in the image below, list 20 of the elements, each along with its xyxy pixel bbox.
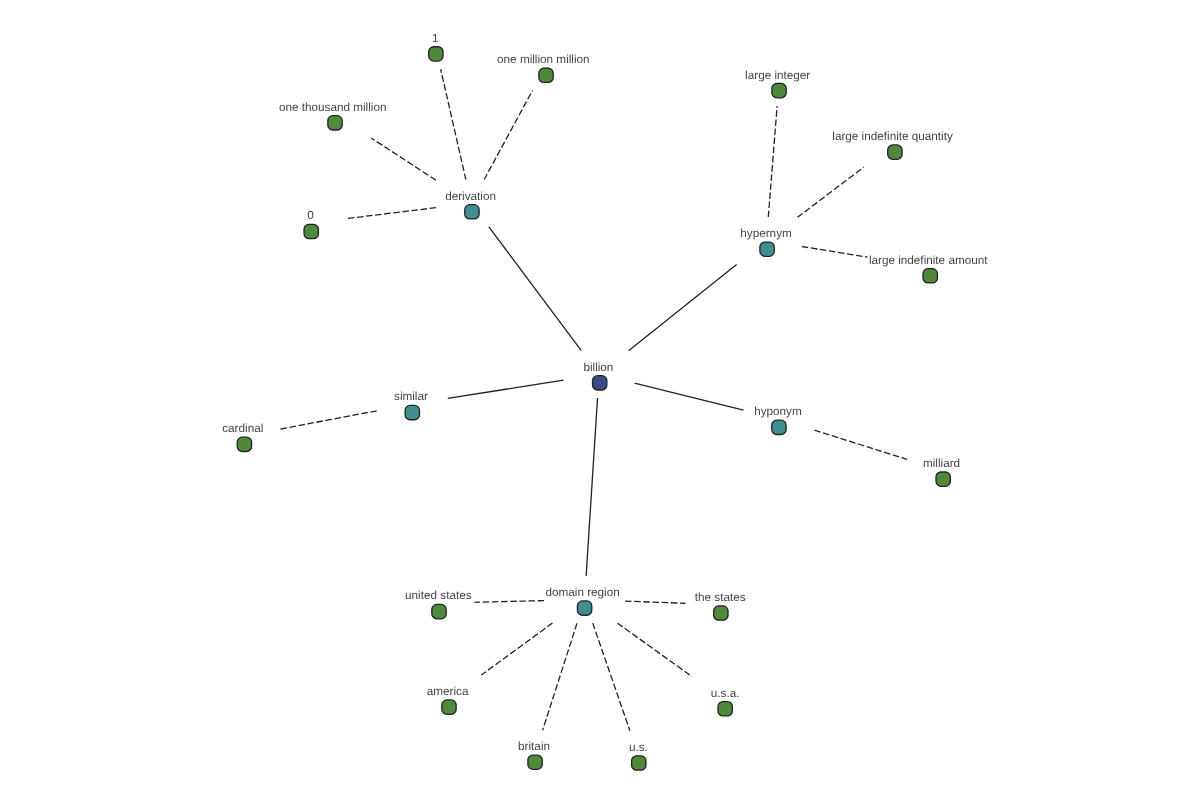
connector: [800, 245, 867, 258]
connector: [584, 397, 598, 577]
connector: [615, 622, 692, 678]
connector: [482, 89, 533, 181]
connector: [472, 599, 544, 603]
connector: [446, 379, 564, 400]
connector: [591, 622, 630, 732]
connector: [766, 105, 777, 218]
connector: [623, 600, 685, 604]
connector: [632, 382, 744, 411]
connector: [344, 207, 436, 220]
connector: [540, 622, 577, 731]
connector: [812, 429, 907, 461]
connector: [487, 226, 581, 352]
connector: [369, 137, 436, 181]
connector: [479, 622, 553, 676]
connector: [439, 68, 466, 181]
connector: [795, 166, 864, 218]
connector: [278, 410, 377, 430]
connector: [626, 263, 737, 352]
